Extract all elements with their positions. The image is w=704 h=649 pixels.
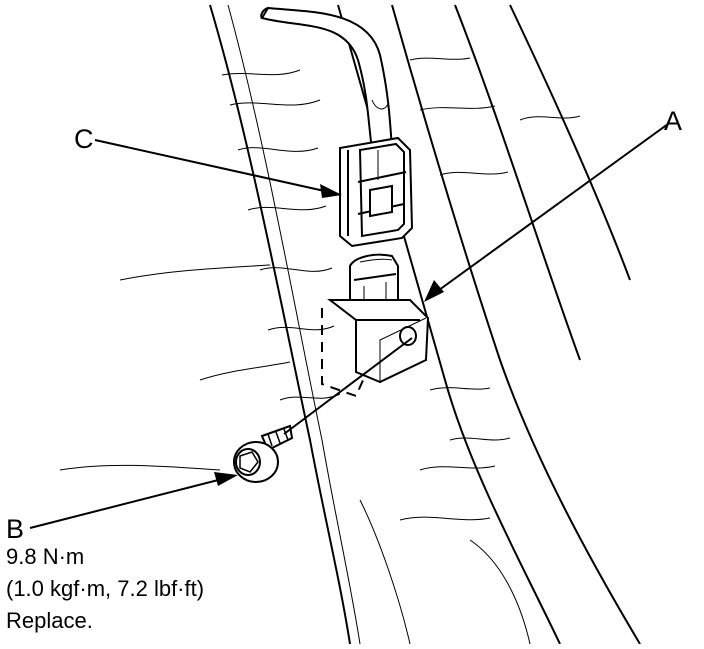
callout-label-c: C xyxy=(74,124,94,154)
leader-lines xyxy=(29,123,669,529)
mounting-bracket xyxy=(327,299,430,384)
arrowheads xyxy=(214,184,444,486)
torque-spec-alt: (1.0 kgf·m, 7.2 lbf·ft) xyxy=(6,576,204,601)
panel-texture xyxy=(59,4,581,645)
torque-spec: 9.8 N·m xyxy=(6,544,84,569)
mount-location-outline xyxy=(321,308,365,398)
replace-note: Replace. xyxy=(6,608,93,633)
bolt-b xyxy=(233,424,294,483)
callout-label-b: B xyxy=(6,514,24,544)
connector-c xyxy=(339,136,414,248)
callout-label-a: A xyxy=(664,106,682,136)
